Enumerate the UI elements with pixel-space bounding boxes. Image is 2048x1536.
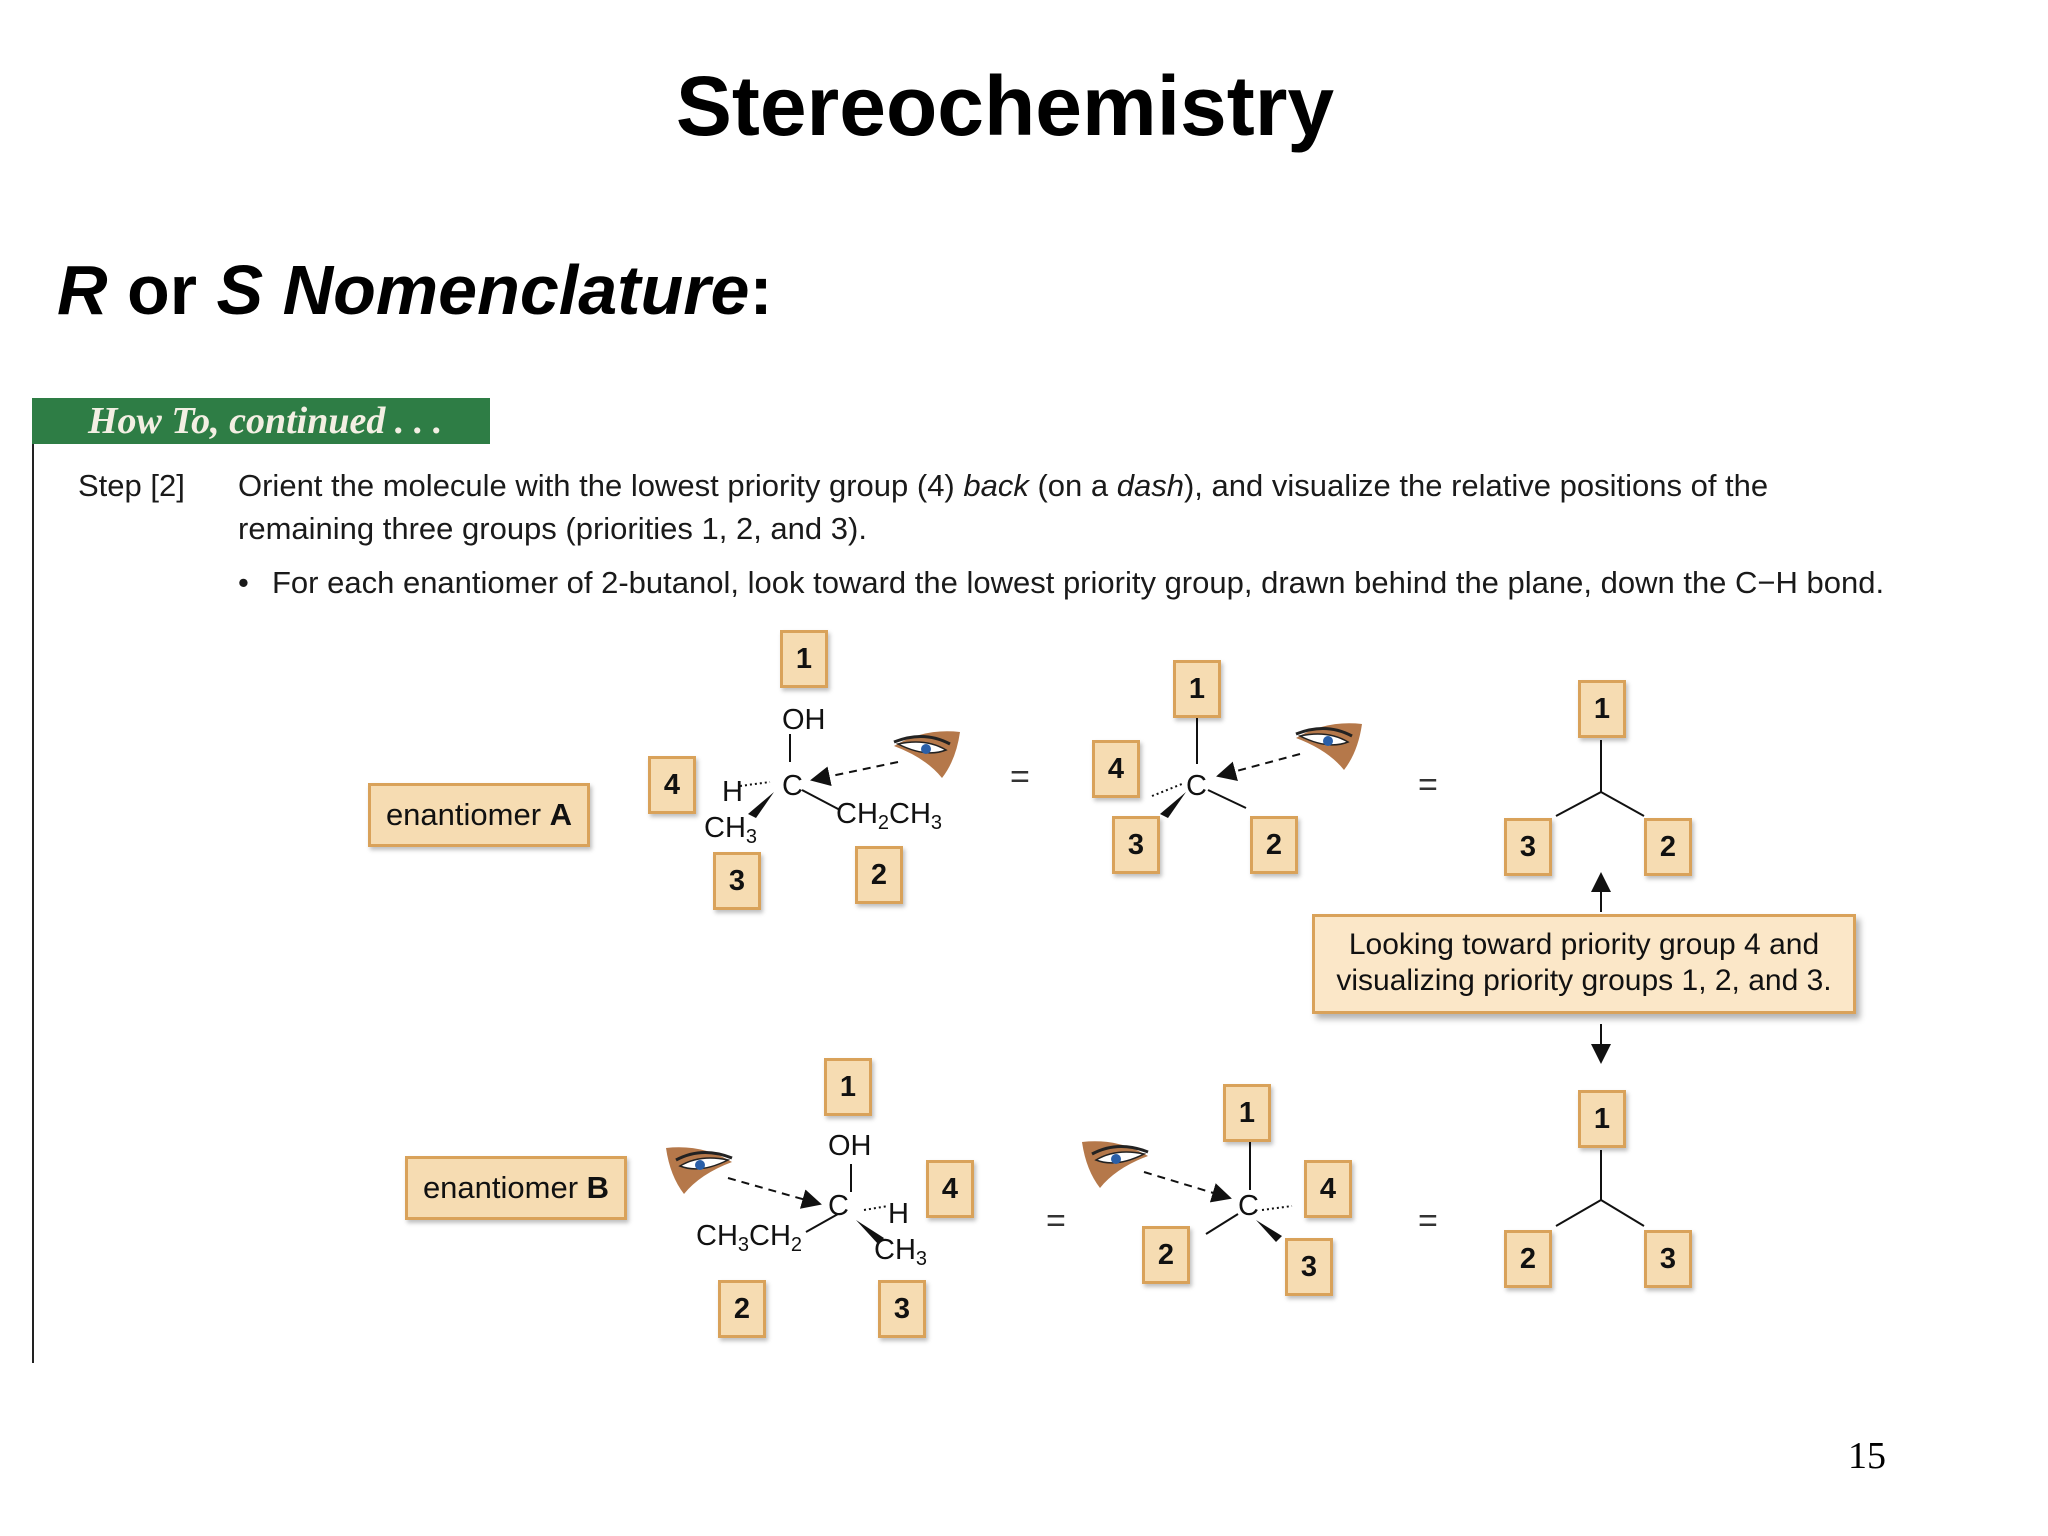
atom-ch3: CH3 — [704, 812, 758, 848]
enantiomer-a-molecule-1 — [739, 729, 962, 818]
atom-c: C — [782, 770, 803, 802]
atom-ch2-sub: 2 — [877, 812, 890, 834]
bullet-dot: • — [238, 565, 249, 600]
atom-h: H — [888, 1198, 909, 1230]
equals-sign: = — [1418, 766, 1438, 804]
howto-banner — [32, 398, 490, 444]
atom-ch3-base: CH — [889, 798, 931, 830]
atom-ch3-sub: 3 — [930, 812, 943, 834]
priority-badge: 1 — [1578, 680, 1626, 738]
atom-ch3ch2: CH3CH2 — [696, 1220, 803, 1256]
enantiomer-b-prefix: enantiomer — [422, 1170, 587, 1205]
atom-oh: OH — [828, 1130, 872, 1162]
subtitle-s: S — [216, 251, 264, 329]
slide-subtitle: R or S Nomenclature: — [57, 255, 773, 325]
subtitle-r: R — [57, 251, 108, 329]
eye-icon — [1294, 721, 1364, 772]
priority-badge: 1 — [780, 630, 828, 688]
step-line1-dash: dash — [1116, 468, 1184, 503]
atom-ch2-base: CH — [749, 1220, 791, 1252]
howto-banner-text: How To, continued . . . — [88, 400, 443, 442]
priority-badge: 4 — [1092, 740, 1140, 798]
eye-icon — [1080, 1139, 1150, 1190]
enantiomer-a-newman — [1555, 740, 1645, 912]
atom-c: C — [828, 1190, 849, 1222]
callout-line2: visualizing priority groups 1, 2, and 3. — [1336, 964, 1832, 997]
priority-badge: 3 — [1112, 816, 1160, 874]
subtitle-colon: : — [749, 251, 773, 329]
priority-badge: 4 — [1304, 1160, 1352, 1218]
callout-box: Looking toward priority group 4 and visu… — [1312, 914, 1856, 1014]
priority-badge: 2 — [1504, 1230, 1552, 1288]
priority-badge: 2 — [1142, 1226, 1190, 1284]
priority-badge: 3 — [713, 852, 761, 910]
enantiomer-b-molecule-1 — [664, 1145, 889, 1244]
slide-title: Stereochemistry — [675, 59, 1335, 153]
step-text-line2: remaining three groups (priorities 1, 2,… — [238, 511, 867, 546]
priority-badge: 1 — [1223, 1084, 1271, 1142]
equals-sign: = — [1418, 1202, 1438, 1240]
priority-badge: 1 — [1578, 1090, 1626, 1148]
atom-ch3-base: CH — [704, 812, 746, 844]
enantiomer-b-letter: B — [586, 1170, 610, 1205]
subtitle-nomenclature: Nomenclature — [282, 251, 750, 329]
enantiomer-b-label: enantiomer B — [405, 1156, 627, 1220]
priority-badge: 2 — [1644, 818, 1692, 876]
enantiomer-a-molecule-2 — [1151, 692, 1364, 818]
enantiomer-a-letter: A — [549, 797, 573, 832]
callout-line1: Looking toward priority group 4 and — [1348, 928, 1820, 961]
step-line1-back: back — [963, 468, 1029, 503]
subtitle-or: or — [107, 251, 217, 329]
step-label: Step [2] — [78, 468, 185, 503]
step-line1-c: ), and visualize the relative positions … — [1183, 468, 1769, 503]
equals-sign: = — [1046, 1202, 1066, 1240]
atom-h: H — [722, 776, 743, 808]
atom-ch3-base: CH — [874, 1234, 916, 1266]
eye-icon — [664, 1145, 734, 1196]
bullet-text: For each enantiomer of 2-butanol, look t… — [272, 565, 1885, 600]
priority-badge: 2 — [855, 846, 903, 904]
priority-badge: 3 — [1644, 1230, 1692, 1288]
step-text-line1: Orient the molecule with the lowest prio… — [238, 464, 1768, 507]
eye-icon — [892, 729, 962, 780]
page-number: 15 — [1848, 1435, 1886, 1477]
atom-ch2-base: CH — [836, 798, 878, 830]
atom-ch3-sub: 3 — [737, 1234, 750, 1256]
priority-badge: 2 — [718, 1280, 766, 1338]
step-line1-a: Orient the molecule with the lowest prio… — [238, 468, 964, 503]
atom-ch2ch3: CH2CH3 — [836, 798, 943, 834]
priority-badge: 2 — [1250, 816, 1298, 874]
howto-left-rule — [32, 444, 34, 1363]
priority-badge: 4 — [926, 1160, 974, 1218]
enantiomer-b-molecule-2 — [1080, 1136, 1293, 1242]
atom-oh: OH — [782, 704, 826, 736]
atom-ch3: CH3 — [874, 1234, 928, 1270]
priority-badge: 4 — [648, 756, 696, 814]
atom-ch2-sub: 2 — [790, 1234, 803, 1256]
step-line1-b: (on a — [1028, 468, 1117, 503]
atom-ch3-sub: 3 — [915, 1248, 928, 1270]
priority-badge: 3 — [878, 1280, 926, 1338]
priority-badge: 3 — [1504, 818, 1552, 876]
priority-badge: 1 — [1173, 660, 1221, 718]
priority-badge: 3 — [1285, 1238, 1333, 1296]
equals-sign: = — [1010, 758, 1030, 796]
atom-ch3-sub: 3 — [745, 826, 758, 848]
enantiomer-a-prefix: enantiomer — [385, 797, 550, 832]
priority-badge: 1 — [824, 1058, 872, 1116]
atom-c: C — [1186, 770, 1207, 802]
enantiomer-a-label: enantiomer A — [368, 783, 590, 847]
atom-c: C — [1238, 1190, 1259, 1222]
enantiomer-b-newman — [1555, 1024, 1645, 1227]
atom-ch3-base: CH — [696, 1220, 738, 1252]
